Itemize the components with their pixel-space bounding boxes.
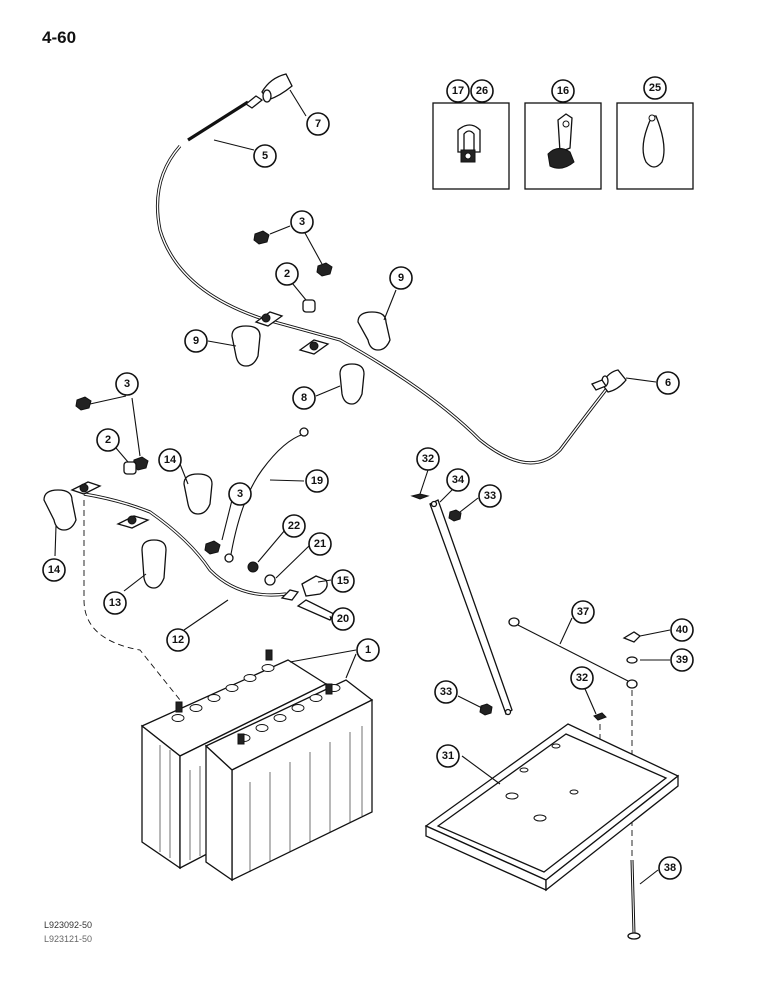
callout-32-upper: 32 bbox=[416, 447, 440, 471]
upper-hardware bbox=[231, 230, 391, 405]
svg-text:2: 2 bbox=[105, 434, 111, 446]
battery-strap bbox=[410, 493, 513, 716]
callout-14-lower: 14 bbox=[42, 558, 66, 582]
callout-38: 38 bbox=[658, 856, 682, 880]
svg-text:8: 8 bbox=[301, 392, 307, 404]
callout-3-middle: 3 bbox=[228, 482, 252, 506]
callout-20: 20 bbox=[331, 607, 355, 631]
battery-pair bbox=[140, 649, 374, 882]
svg-text:15: 15 bbox=[337, 575, 349, 587]
callout-9-right: 9 bbox=[389, 266, 413, 290]
callout-34: 34 bbox=[446, 468, 470, 492]
page-number: 4-60 bbox=[42, 28, 77, 47]
svg-text:33: 33 bbox=[484, 490, 496, 502]
callout-8: 8 bbox=[292, 386, 316, 410]
lower-cable bbox=[70, 427, 309, 601]
svg-text:32: 32 bbox=[422, 453, 434, 465]
callout-3-lower: 3 bbox=[115, 372, 139, 396]
callout-15: 15 bbox=[331, 569, 355, 593]
svg-text:40: 40 bbox=[676, 624, 688, 636]
svg-text:33: 33 bbox=[440, 686, 452, 698]
callout-5: 5 bbox=[253, 144, 277, 168]
svg-text:12: 12 bbox=[172, 634, 184, 646]
figure-reference-2: L923121-50 bbox=[44, 934, 93, 944]
callout-6: 6 bbox=[656, 371, 680, 395]
callout-22: 22 bbox=[282, 514, 306, 538]
svg-text:19: 19 bbox=[311, 475, 323, 487]
svg-text:6: 6 bbox=[665, 377, 671, 389]
svg-text:39: 39 bbox=[676, 654, 688, 666]
svg-text:16: 16 bbox=[557, 85, 569, 97]
battery-tray bbox=[424, 712, 680, 892]
callout-32-lower: 32 bbox=[570, 666, 594, 690]
callout-16: 16 bbox=[551, 79, 575, 103]
callout-2-upper: 2 bbox=[275, 262, 299, 286]
callout-26: 26 bbox=[470, 79, 494, 103]
callout-19: 19 bbox=[305, 469, 329, 493]
svg-text:3: 3 bbox=[299, 216, 305, 228]
svg-text:21: 21 bbox=[314, 538, 326, 550]
callout-37: 37 bbox=[571, 600, 595, 624]
figure-reference-1: L923092-50 bbox=[44, 920, 93, 930]
callout-leaders bbox=[54, 89, 671, 885]
svg-text:2: 2 bbox=[284, 268, 290, 280]
clip-inset-16 bbox=[524, 102, 602, 190]
svg-text:7: 7 bbox=[315, 118, 321, 130]
svg-text:9: 9 bbox=[193, 335, 199, 347]
svg-text:3: 3 bbox=[124, 378, 130, 390]
callout-2-lower: 2 bbox=[96, 428, 120, 452]
callout-14-upper: 14 bbox=[158, 448, 182, 472]
callout-25: 25 bbox=[643, 76, 667, 100]
svg-text:3: 3 bbox=[237, 488, 243, 500]
svg-text:26: 26 bbox=[476, 85, 488, 97]
callout-33-upper: 33 bbox=[478, 484, 502, 508]
clip-inset-25 bbox=[616, 102, 694, 190]
svg-text:22: 22 bbox=[288, 520, 300, 532]
svg-text:20: 20 bbox=[337, 613, 349, 625]
svg-text:25: 25 bbox=[649, 82, 661, 94]
upper-cable bbox=[156, 73, 627, 465]
callout-13: 13 bbox=[103, 591, 127, 615]
clip-inset-17-26 bbox=[432, 102, 510, 190]
svg-text:31: 31 bbox=[442, 750, 454, 762]
svg-text:34: 34 bbox=[452, 474, 465, 486]
svg-text:9: 9 bbox=[398, 272, 404, 284]
svg-text:37: 37 bbox=[577, 606, 589, 618]
callout-21: 21 bbox=[308, 532, 332, 556]
callout-3-upper: 3 bbox=[290, 210, 314, 234]
svg-text:32: 32 bbox=[576, 672, 588, 684]
svg-text:13: 13 bbox=[109, 597, 121, 609]
svg-text:5: 5 bbox=[262, 150, 268, 162]
callout-9-left: 9 bbox=[184, 329, 208, 353]
svg-text:14: 14 bbox=[164, 454, 177, 466]
callout-39: 39 bbox=[670, 648, 694, 672]
callout-1: 1 bbox=[356, 638, 380, 662]
callout-12: 12 bbox=[166, 628, 190, 652]
callout-33-lower: 33 bbox=[434, 680, 458, 704]
callout-31: 31 bbox=[436, 744, 460, 768]
svg-text:17: 17 bbox=[452, 85, 464, 97]
callout-17: 17 bbox=[446, 79, 470, 103]
svg-text:14: 14 bbox=[48, 564, 61, 576]
callout-7: 7 bbox=[306, 112, 330, 136]
callout-40: 40 bbox=[670, 618, 694, 642]
svg-text:38: 38 bbox=[664, 862, 676, 874]
lower-hardware bbox=[43, 396, 335, 621]
svg-text:1: 1 bbox=[365, 644, 371, 656]
